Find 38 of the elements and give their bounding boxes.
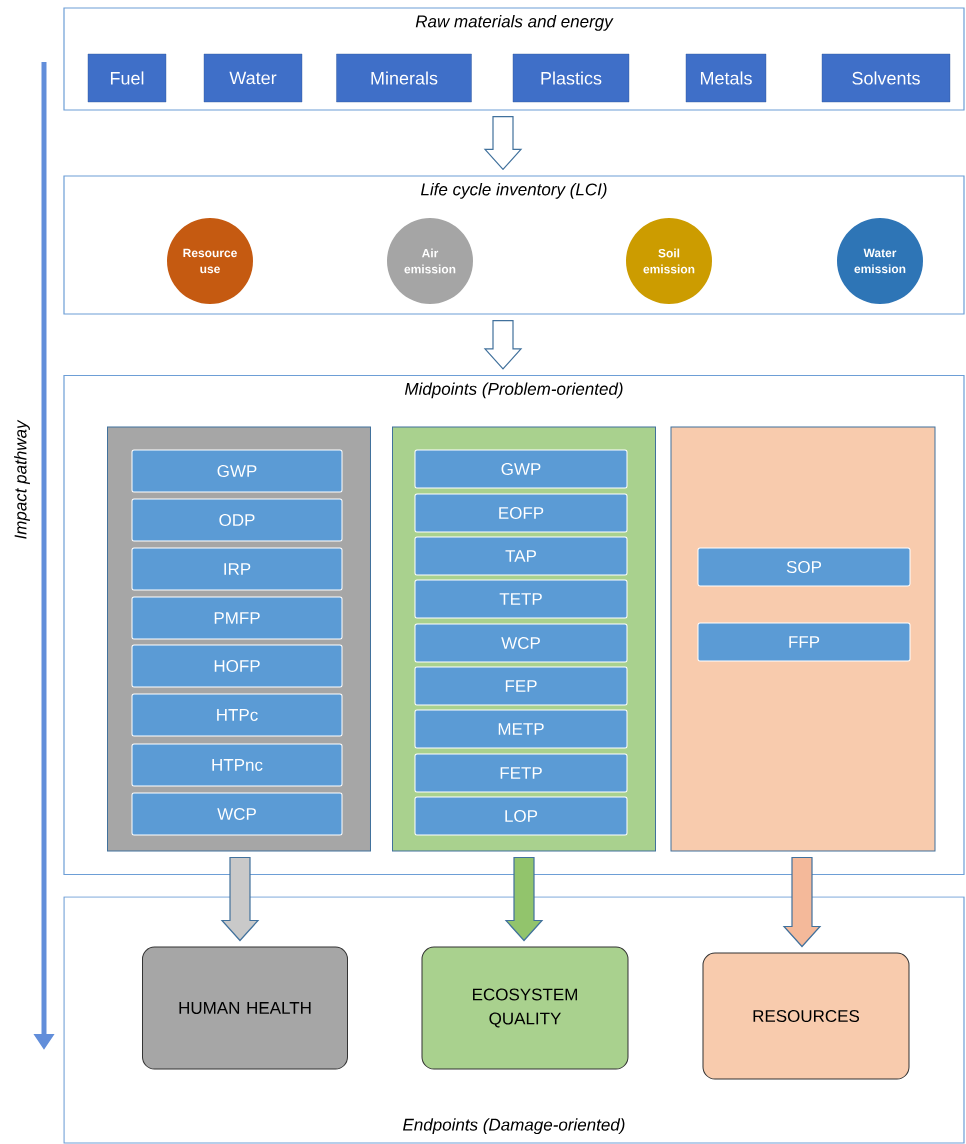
- indicator-box: HTPnc: [131, 743, 343, 787]
- indicator-box: IRP: [131, 547, 343, 591]
- block-arrow: [220, 856, 260, 942]
- indicator-box: FETP: [414, 753, 628, 793]
- indicator-box: FEP: [414, 666, 628, 706]
- block-arrow: [483, 116, 523, 171]
- indicator-box: LOP: [414, 796, 628, 836]
- axis-label: Impact pathway: [14, 419, 30, 539]
- indicator-box: WCP: [414, 623, 628, 663]
- indicator-box: HOFP: [131, 644, 343, 688]
- block-arrow: [483, 320, 523, 370]
- indicator-box: TETP: [414, 579, 628, 619]
- panel-heading: Life cycle inventory (LCI): [421, 182, 607, 199]
- indicator-box: HTPc: [131, 693, 343, 737]
- indicator-box: GWP: [414, 449, 628, 489]
- indicator-box: WCP: [131, 792, 343, 836]
- endpoint-box: RESOURCES: [702, 952, 910, 1080]
- panel-heading: Endpoints (Damage-oriented): [403, 1118, 625, 1135]
- indicator-box: PMFP: [131, 596, 343, 640]
- indicator-box: FFP: [697, 622, 911, 662]
- indicator-box: METP: [414, 709, 628, 749]
- input-box: Water: [203, 53, 303, 103]
- indicator-box: EOFP: [414, 493, 628, 533]
- indicator-box: SOP: [697, 547, 911, 587]
- endpoint-box: ECOSYSTEM QUALITY: [421, 946, 629, 1070]
- input-box: Minerals: [336, 53, 472, 103]
- input-box: Fuel: [87, 53, 167, 103]
- input-box: Solvents: [821, 53, 951, 103]
- panel-heading: Midpoints (Problem-oriented): [404, 382, 623, 399]
- indicator-box: TAP: [414, 536, 628, 576]
- indicator-box: GWP: [131, 449, 343, 493]
- endpoint-box: HUMAN HEALTH: [142, 946, 348, 1070]
- input-box: Metals: [685, 53, 767, 103]
- panel-heading: Raw materials and energy: [415, 14, 614, 31]
- input-box: Plastics: [512, 53, 630, 103]
- indicator-box: ODP: [131, 498, 343, 542]
- block-arrow: [504, 856, 544, 942]
- block-arrow: [782, 856, 822, 948]
